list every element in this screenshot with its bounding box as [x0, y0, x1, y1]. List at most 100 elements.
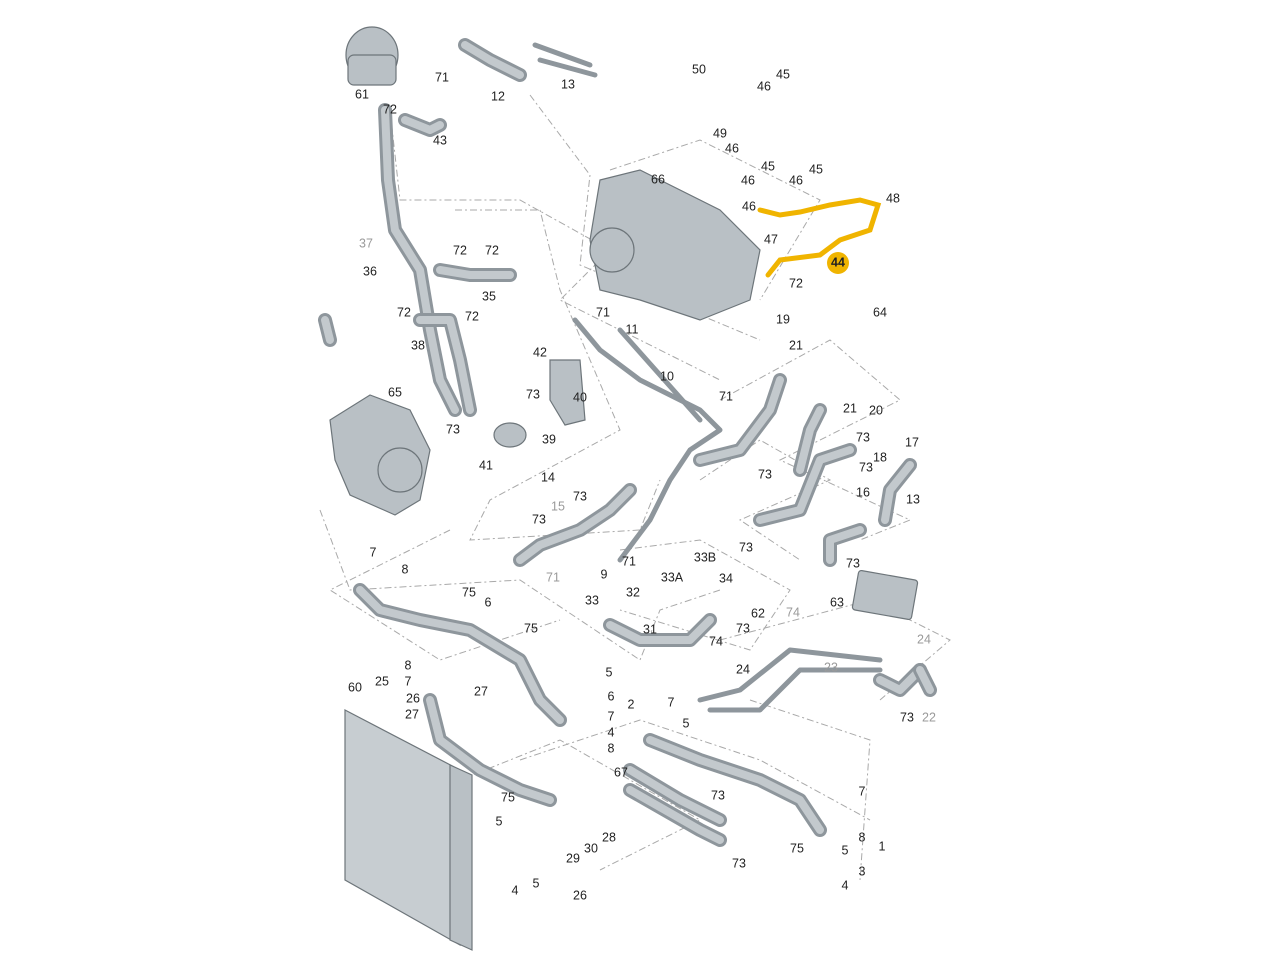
callout-16[interactable]: 16	[856, 485, 870, 499]
callout-65[interactable]: 65	[388, 385, 402, 399]
callout-45[interactable]: 45	[776, 67, 790, 81]
callout-35[interactable]: 35	[482, 289, 496, 303]
callout-73[interactable]: 73	[736, 621, 750, 635]
callout-43[interactable]: 43	[433, 133, 447, 147]
callout-74[interactable]: 74	[709, 634, 723, 648]
callout-10[interactable]: 10	[660, 369, 674, 383]
callout-72[interactable]: 72	[383, 102, 397, 116]
callout-29[interactable]: 29	[566, 851, 580, 865]
callout-73[interactable]: 73	[732, 856, 746, 870]
callout-7[interactable]: 7	[859, 784, 866, 798]
callout-38[interactable]: 38	[411, 338, 425, 352]
callout-73[interactable]: 73	[532, 512, 546, 526]
callout-23[interactable]: 23	[824, 660, 838, 674]
callout-41[interactable]: 41	[479, 458, 493, 472]
callout-73[interactable]: 73	[758, 467, 772, 481]
callout-21[interactable]: 21	[843, 401, 857, 415]
callout-12[interactable]: 12	[491, 89, 505, 103]
callout-46[interactable]: 46	[757, 79, 771, 93]
callout-13[interactable]: 13	[906, 492, 920, 506]
callout-7[interactable]: 7	[370, 545, 377, 559]
callout-71[interactable]: 71	[596, 305, 610, 319]
callout-1[interactable]: 1	[879, 839, 886, 853]
callout-19[interactable]: 19	[776, 312, 790, 326]
callout-75[interactable]: 75	[501, 790, 515, 804]
callout-72[interactable]: 72	[485, 243, 499, 257]
callout-71[interactable]: 71	[719, 389, 733, 403]
callout-49[interactable]: 49	[713, 126, 727, 140]
callout-71[interactable]: 71	[546, 570, 560, 584]
callout-46[interactable]: 46	[742, 199, 756, 213]
callout-46[interactable]: 46	[741, 173, 755, 187]
callout-46[interactable]: 46	[789, 173, 803, 187]
callout-8[interactable]: 8	[859, 830, 866, 844]
callout-71[interactable]: 71	[435, 70, 449, 84]
callout-61[interactable]: 61	[355, 87, 369, 101]
callout-50[interactable]: 50	[692, 62, 706, 76]
callout-60[interactable]: 60	[348, 680, 362, 694]
callout-4[interactable]: 4	[608, 725, 615, 739]
callout-44[interactable]: 44	[831, 255, 845, 269]
callout-5[interactable]: 5	[533, 876, 540, 890]
callout-39[interactable]: 39	[542, 432, 556, 446]
callout-27[interactable]: 27	[474, 684, 488, 698]
callout-8[interactable]: 8	[608, 741, 615, 755]
callout-26[interactable]: 26	[573, 888, 587, 902]
callout-28[interactable]: 28	[602, 830, 616, 844]
callout-73[interactable]: 73	[526, 387, 540, 401]
callout-75[interactable]: 75	[790, 841, 804, 855]
callout-74[interactable]: 74	[786, 605, 800, 619]
callout-22[interactable]: 22	[922, 710, 936, 724]
callout-47[interactable]: 47	[764, 232, 778, 246]
callout-40[interactable]: 40	[573, 390, 587, 404]
callout-72[interactable]: 72	[789, 276, 803, 290]
callout-2[interactable]: 2	[628, 697, 635, 711]
callout-45[interactable]: 45	[809, 162, 823, 176]
callout-6[interactable]: 6	[485, 595, 492, 609]
callout-71[interactable]: 71	[622, 554, 636, 568]
callout-27[interactable]: 27	[405, 707, 419, 721]
callout-24[interactable]: 24	[736, 662, 750, 676]
callout-75[interactable]: 75	[524, 621, 538, 635]
callout-37[interactable]: 37	[359, 236, 373, 250]
callout-7[interactable]: 7	[608, 709, 615, 723]
callout-30[interactable]: 30	[584, 841, 598, 855]
callout-13[interactable]: 13	[561, 77, 575, 91]
callout-4[interactable]: 4	[512, 883, 519, 897]
callout-7[interactable]: 7	[668, 695, 675, 709]
callout-67[interactable]: 67	[614, 765, 628, 779]
callout-73[interactable]: 73	[573, 489, 587, 503]
callout-73[interactable]: 73	[446, 422, 460, 436]
callout-72[interactable]: 72	[453, 243, 467, 257]
callout-17[interactable]: 17	[905, 435, 919, 449]
callout-63[interactable]: 63	[830, 595, 844, 609]
callout-33B[interactable]: 33B	[694, 550, 716, 564]
callout-73[interactable]: 73	[739, 540, 753, 554]
callout-5[interactable]: 5	[842, 843, 849, 857]
callout-62[interactable]: 62	[751, 606, 765, 620]
callout-21[interactable]: 21	[789, 338, 803, 352]
callout-18[interactable]: 18	[873, 450, 887, 464]
callout-73[interactable]: 73	[900, 710, 914, 724]
callout-11[interactable]: 11	[626, 322, 639, 336]
callout-33[interactable]: 33	[585, 593, 599, 607]
callout-5[interactable]: 5	[496, 814, 503, 828]
callout-34[interactable]: 34	[719, 571, 733, 585]
callout-32[interactable]: 32	[626, 585, 640, 599]
callout-26[interactable]: 26	[406, 691, 420, 705]
callout-73[interactable]: 73	[711, 788, 725, 802]
callout-72[interactable]: 72	[465, 309, 479, 323]
callout-24[interactable]: 24	[917, 632, 931, 646]
callout-4[interactable]: 4	[842, 878, 849, 892]
callout-45[interactable]: 45	[761, 159, 775, 173]
callout-8[interactable]: 8	[405, 658, 412, 672]
callout-8[interactable]: 8	[402, 562, 409, 576]
callout-72[interactable]: 72	[397, 305, 411, 319]
callout-46[interactable]: 46	[725, 141, 739, 155]
callout-5[interactable]: 5	[606, 665, 613, 679]
callout-20[interactable]: 20	[869, 403, 883, 417]
callout-75[interactable]: 75	[462, 585, 476, 599]
callout-14[interactable]: 14	[541, 470, 555, 484]
callout-31[interactable]: 31	[643, 622, 657, 636]
callout-36[interactable]: 36	[363, 264, 377, 278]
